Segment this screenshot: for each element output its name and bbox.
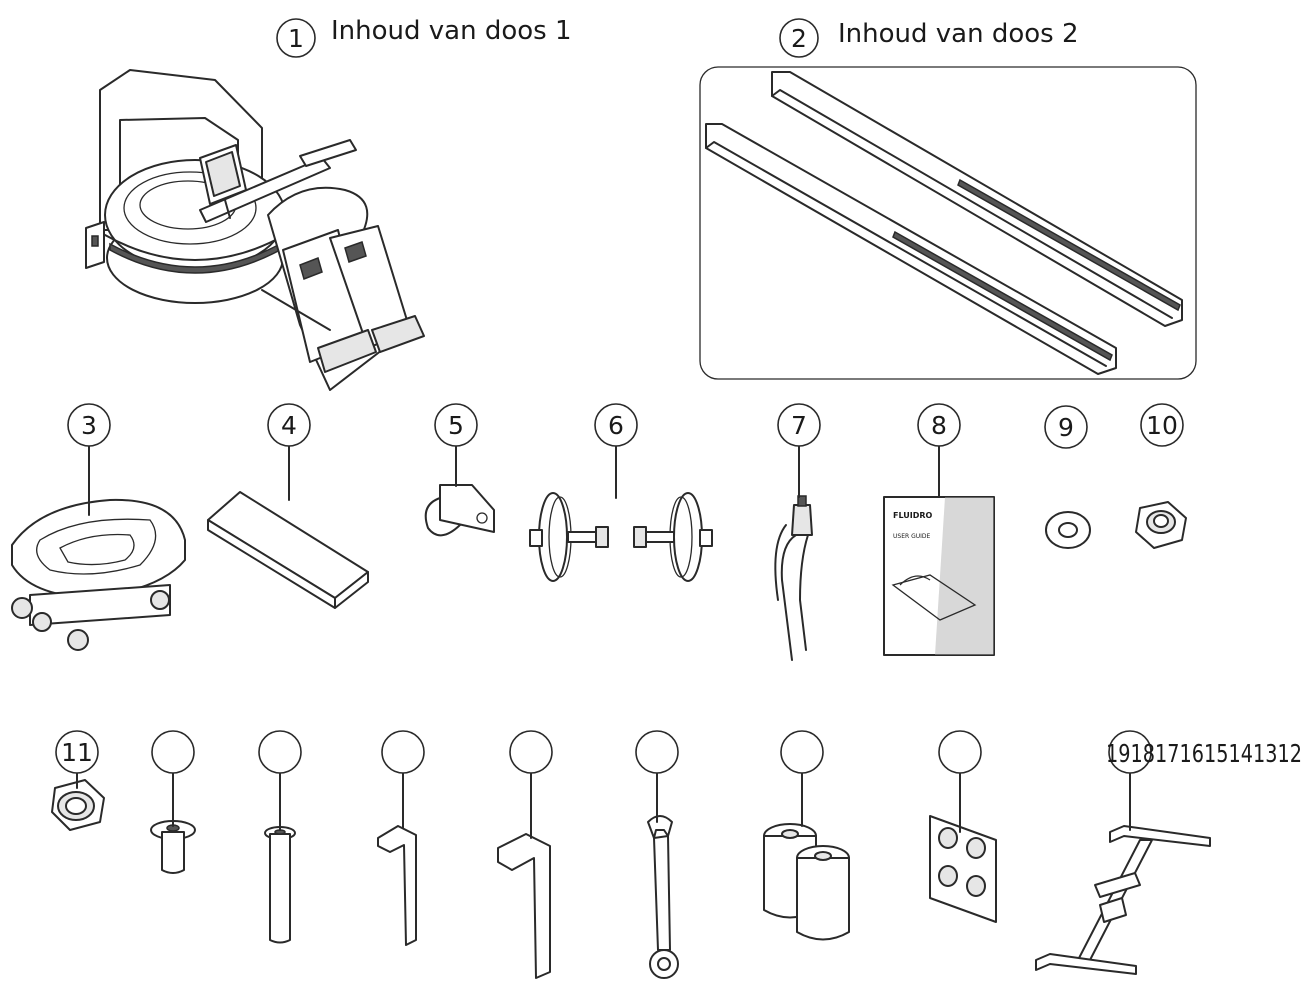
part-5-bracket: [424, 484, 495, 537]
part-wrench: [647, 815, 679, 979]
part-3-seat: [11, 498, 186, 651]
stacked-label: 1918171615141312: [1106, 739, 1302, 768]
callout-10-label: 10: [1146, 411, 1178, 440]
callout-6: [594, 403, 638, 447]
box2-title: Inhoud van doos 2: [838, 19, 1079, 49]
callout-9-label: 9: [1058, 413, 1074, 442]
callout-5: [434, 403, 478, 447]
part-8-manual: FLUIDRO USER GUIDE: [883, 496, 995, 656]
box1-title: Inhoud van doos 1: [331, 16, 572, 46]
part-6-wheels: [529, 492, 713, 582]
callout-empty-3: [381, 730, 425, 774]
callout-11-label: 11: [61, 738, 93, 767]
part-long-bolt: [264, 826, 296, 944]
part-small-hex-key: [377, 825, 417, 946]
callout-empty-7: [938, 730, 982, 774]
box2-number: 2: [791, 24, 807, 53]
part-large-hex-key: [497, 833, 551, 979]
callout-8-label: 8: [931, 411, 947, 440]
callout-6-label: 6: [608, 411, 624, 440]
part-4-cover: [207, 491, 369, 609]
rowing-machine-illustration: [85, 69, 425, 391]
manual-brand: FLUIDRO: [893, 511, 933, 520]
part-11-nut: [51, 779, 105, 831]
part-10-nut: [1135, 501, 1187, 549]
box1-header: 1 Inhoud van doos 1: [276, 16, 572, 58]
part-9-washer: [1045, 511, 1091, 549]
callout-empty-1: [151, 730, 195, 774]
callout-9: [1044, 405, 1088, 449]
callout-10: [1140, 403, 1184, 447]
callout-3: [67, 403, 111, 447]
callout-11: [55, 730, 99, 774]
callout-3-label: 3: [81, 411, 97, 440]
callout-empty-6: [780, 730, 824, 774]
callout-7: [777, 403, 821, 447]
part-pads-sheet: [929, 815, 997, 923]
callout-7-label: 7: [791, 411, 807, 440]
box1-number: 1: [288, 24, 304, 53]
callout-empty-4: [509, 730, 553, 774]
manual-title: USER GUIDE: [893, 533, 930, 540]
callout-stacked: [1108, 730, 1152, 774]
box2-contents: [699, 66, 1197, 380]
callout-8: [917, 403, 961, 447]
box2-header: 2 Inhoud van doos 2: [779, 18, 1079, 58]
part-short-bolt: [150, 820, 196, 874]
callout-empty-2: [258, 730, 302, 774]
callout-5-label: 5: [448, 411, 464, 440]
callout-empty-5: [635, 730, 679, 774]
callout-4-label: 4: [281, 411, 297, 440]
callout-4: [267, 403, 311, 447]
part-batteries: [763, 823, 850, 941]
part-front-base: [1035, 825, 1211, 975]
callouts: 3 4 5 6 7 8 9 10 11: [55, 403, 1302, 839]
part-7-pump: [774, 495, 813, 661]
